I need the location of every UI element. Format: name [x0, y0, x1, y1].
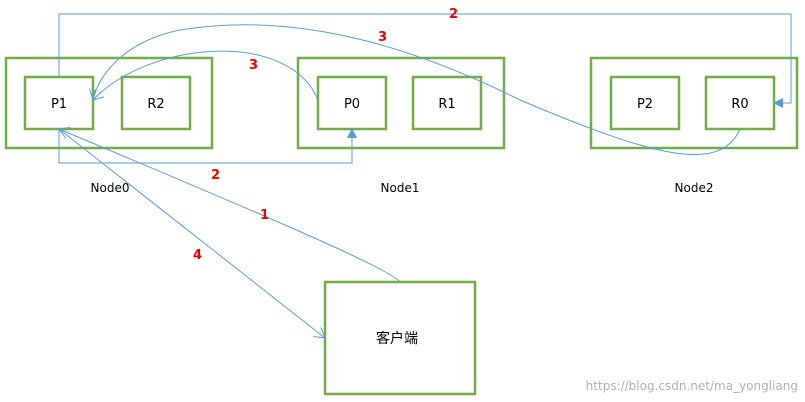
shard-r0-label: R0: [731, 97, 748, 112]
shard-r2-label: R2: [147, 97, 164, 112]
step-label-r0-to-p1: 3: [378, 30, 387, 45]
arrow-p0-to-p1: [93, 50, 319, 100]
step-label-client-to-p1: 1: [260, 208, 269, 223]
arrow-p1-to-p0: [58, 128, 357, 164]
shard-p2-box: [609, 75, 681, 131]
step-label-p1-to-p0: 2: [211, 168, 220, 183]
node-1-label: Node1: [381, 181, 420, 195]
client-label: 客户端: [376, 330, 418, 347]
arrow-p1-to-client: [58, 128, 325, 338]
node-1: P0 R1 Node1: [296, 56, 506, 195]
shard-r2-box: [120, 75, 192, 131]
step-label-p1-to-r0: 2: [449, 7, 458, 22]
shard-p2-label: P2: [637, 97, 653, 112]
shard-r1-label: R1: [438, 97, 455, 112]
arrow-r0-to-p1: [93, 24, 741, 155]
step-label-p1-to-client: 4: [193, 248, 202, 263]
shard-r1-box: [411, 75, 483, 131]
step-label-p0-to-p1: 3: [249, 58, 258, 73]
shard-p0-label: P0: [344, 97, 360, 112]
client-box: [323, 280, 477, 396]
arrow-p1-to-r0: [58, 13, 792, 108]
node-2: P2 R0 Node2: [589, 56, 799, 195]
client: 客户端: [323, 280, 477, 396]
node-0-label: Node0: [91, 181, 130, 195]
node-2-label: Node2: [675, 181, 714, 195]
shard-p1-label: P1: [51, 97, 67, 112]
node-0: P1 R2 Node0: [4, 56, 214, 195]
arrow-client-to-p1: [59, 129, 401, 283]
watermark: https://blog.csdn.net/ma_yongliang: [586, 379, 798, 393]
